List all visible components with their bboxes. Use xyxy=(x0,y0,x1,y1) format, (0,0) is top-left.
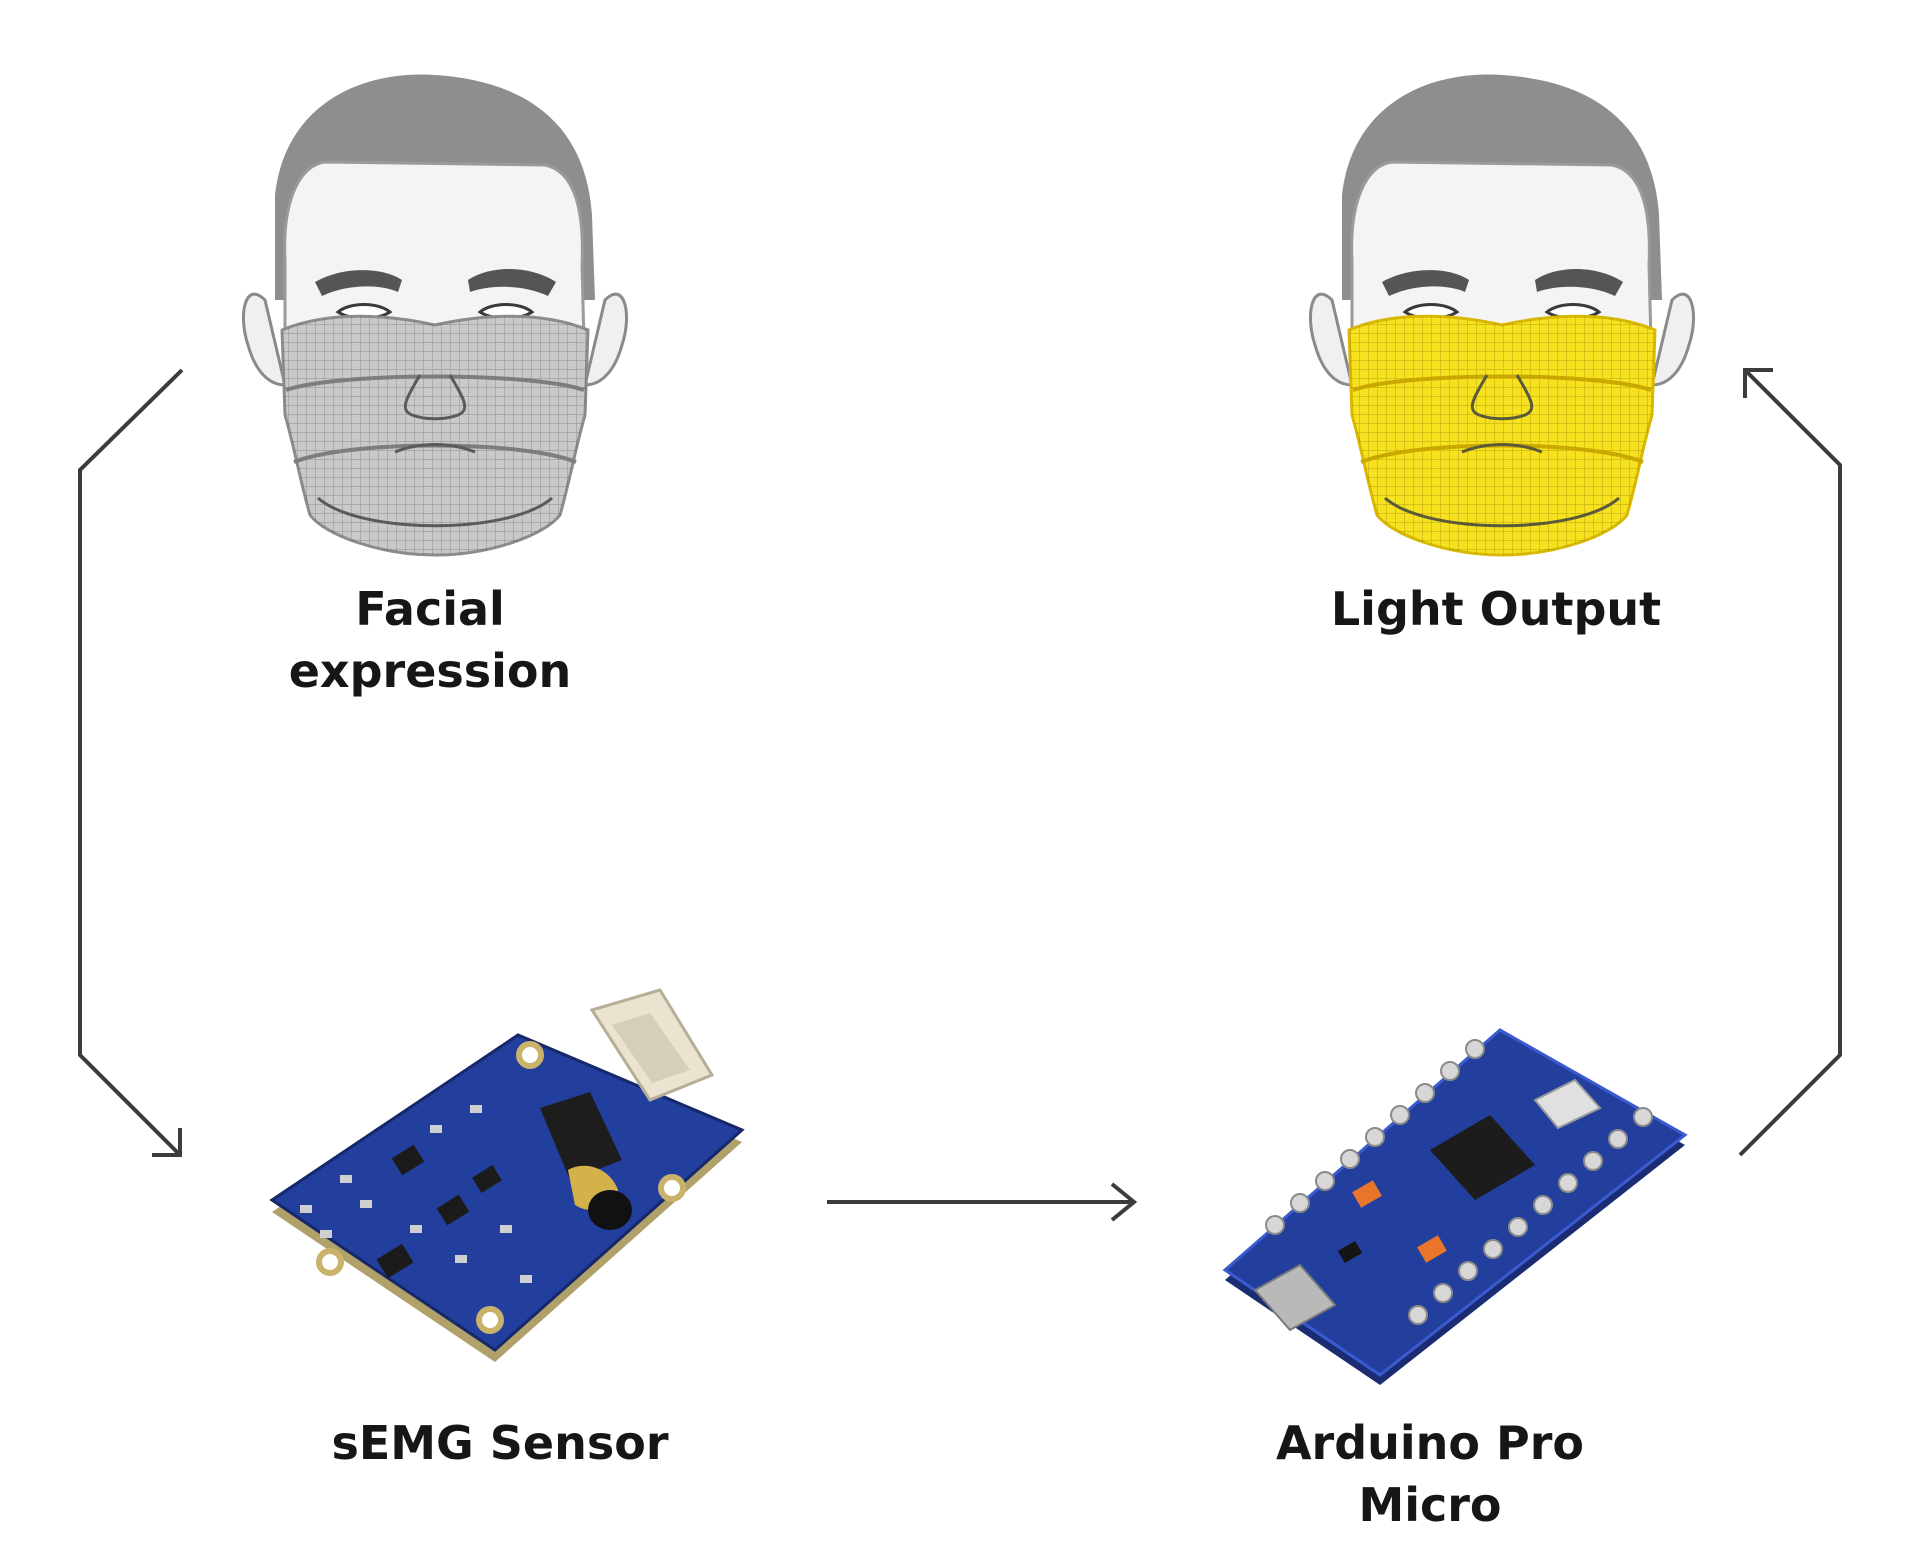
flow-arrows xyxy=(78,368,1842,1222)
label-facial-expression: Facial expression xyxy=(230,578,630,702)
label-semg-sensor: sEMG Sensor xyxy=(260,1412,740,1474)
arrowhead-arduino-to-light xyxy=(1743,368,1773,398)
arduino-pro-micro-board-icon xyxy=(1222,1028,1688,1385)
face-with-mask-icon xyxy=(241,74,629,557)
semg-sensor-board-icon xyxy=(269,988,745,1362)
label-arduino-pro-micro: Arduino Pro Micro xyxy=(1210,1412,1650,1536)
label-light-output: Light Output xyxy=(1296,578,1696,640)
arrowhead-sensor-to-arduino xyxy=(1110,1182,1138,1222)
label-arduino-line2: Micro xyxy=(1358,1478,1502,1532)
label-light-output-line1: Light Output xyxy=(1330,582,1662,636)
face-with-lit-mask-icon xyxy=(1308,74,1696,557)
arrow-face-to-sensor xyxy=(78,368,184,1157)
label-facial-expression-line2: expression xyxy=(288,644,572,698)
arrow-arduino-to-light xyxy=(1738,368,1842,1157)
label-arduino-line1: Arduino Pro xyxy=(1275,1416,1585,1470)
arrowhead-face-to-sensor xyxy=(152,1128,182,1157)
label-semg-sensor-line1: sEMG Sensor xyxy=(331,1416,669,1470)
label-facial-expression-line1: Facial xyxy=(355,582,505,636)
